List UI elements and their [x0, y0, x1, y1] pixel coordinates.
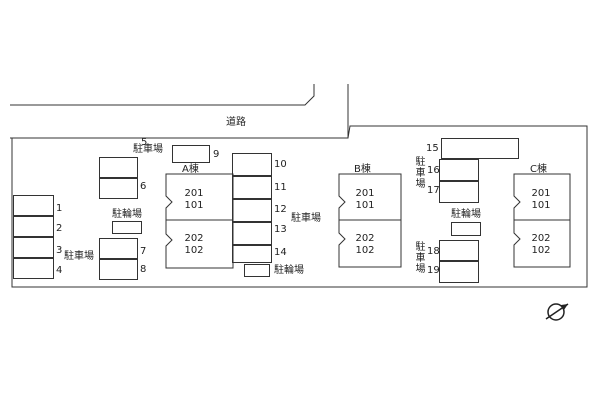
space-number-3: 3	[56, 245, 63, 256]
building-c-unit-202: 202	[531, 233, 551, 244]
space-number-5: 5	[141, 137, 148, 148]
bicycle-label-center: 駐輪場	[274, 265, 304, 276]
building-a-name: A棟	[182, 164, 199, 175]
building-c-unit-101: 101	[531, 200, 551, 211]
parking-space-10	[232, 153, 272, 176]
bicycle-label-right: 駐輪場	[451, 209, 481, 220]
parking-space-5	[99, 157, 138, 178]
building-c-unit-201: 201	[531, 188, 551, 199]
building-a-unit-101: 101	[184, 200, 204, 211]
space-number-7: 7	[140, 246, 147, 257]
site-boundary	[11, 125, 588, 288]
parking-space-6	[99, 178, 138, 199]
parking-space-17	[439, 181, 479, 203]
space-number-12: 12	[274, 204, 287, 215]
parking-label-left: 駐車場	[64, 251, 94, 262]
space-number-13: 13	[274, 224, 287, 235]
space-number-19: 19	[427, 265, 440, 276]
parking-label-top: 駐車場	[133, 144, 163, 155]
space-number-10: 10	[274, 159, 287, 170]
road-label: 道路	[226, 117, 246, 128]
parking-space-9	[172, 145, 210, 163]
parking-label-right-upper: 駐車場	[415, 157, 426, 190]
building-a-unit-201: 201	[184, 188, 204, 199]
bicycle-parking-left	[112, 221, 142, 234]
space-number-9: 9	[213, 149, 220, 160]
parking-space-1	[13, 195, 54, 216]
parking-label-right-lower: 駐車場	[415, 242, 426, 275]
bicycle-parking-center	[244, 264, 270, 277]
parking-label-center: 駐車場	[291, 213, 321, 224]
space-number-11: 11	[274, 182, 287, 193]
bicycle-parking-right	[451, 222, 481, 236]
space-number-1: 1	[56, 203, 63, 214]
building-b-unit-101: 101	[355, 200, 375, 211]
space-number-14: 14	[274, 247, 287, 258]
space-number-17: 17	[427, 185, 440, 196]
building-b-name: B棟	[354, 164, 371, 175]
road-edge-upper	[10, 84, 315, 106]
space-number-18: 18	[427, 246, 440, 257]
space-number-6: 6	[140, 181, 147, 192]
space-number-15: 15	[426, 143, 439, 154]
parking-space-18	[439, 240, 479, 261]
building-a-unit-202: 202	[184, 233, 204, 244]
parking-space-3	[13, 237, 54, 258]
parking-space-7	[99, 238, 138, 259]
parking-space-2	[13, 216, 54, 237]
parking-space-15	[441, 138, 519, 159]
parking-space-16	[439, 159, 479, 181]
parking-space-19	[439, 261, 479, 283]
building-b-unit-102: 102	[355, 245, 375, 256]
building-c-unit-102: 102	[531, 245, 551, 256]
building-c-name: C棟	[530, 164, 547, 175]
building-a-unit-102: 102	[184, 245, 204, 256]
space-number-16: 16	[427, 165, 440, 176]
building-b-unit-201: 201	[355, 188, 375, 199]
space-number-2: 2	[56, 223, 63, 234]
building-b-unit-202: 202	[355, 233, 375, 244]
parking-space-8	[99, 259, 138, 280]
parking-space-4	[13, 258, 54, 279]
space-number-8: 8	[140, 264, 147, 275]
bicycle-label-left: 駐輪場	[112, 209, 142, 220]
space-number-4: 4	[56, 265, 63, 276]
